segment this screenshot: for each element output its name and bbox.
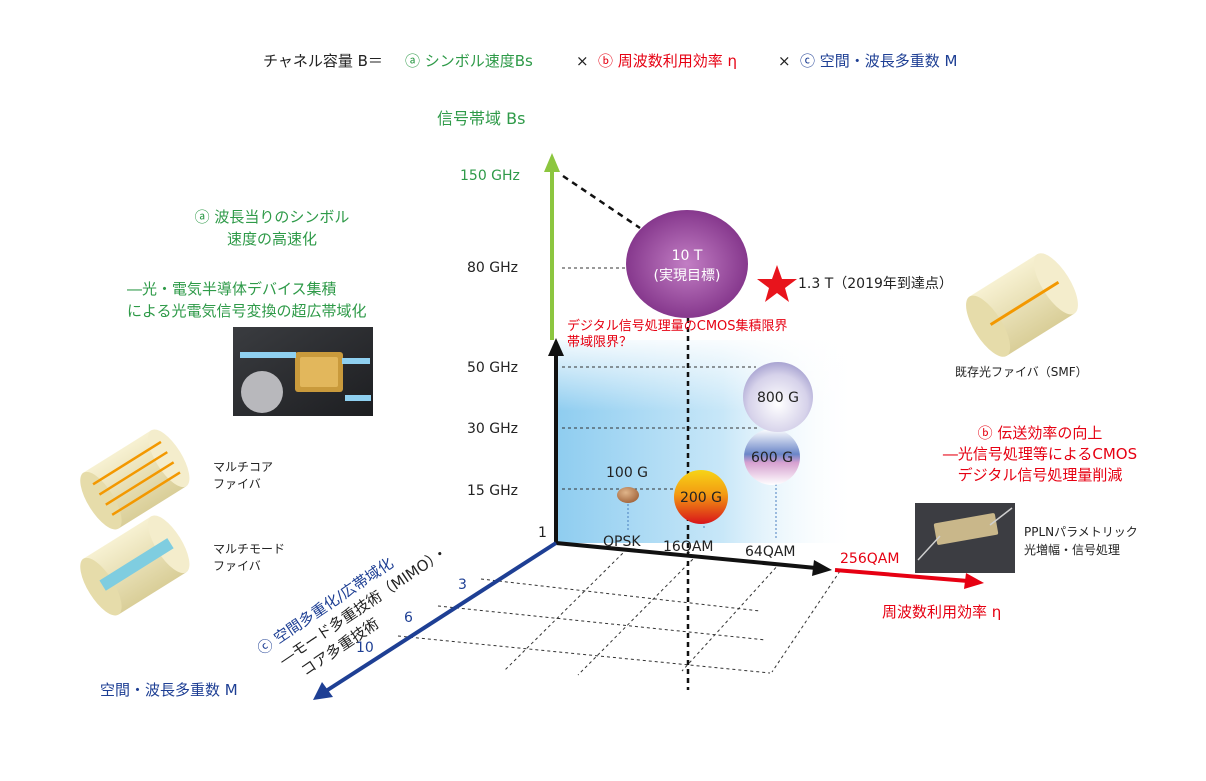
ppln-label-1: PPLNパラメトリック (1024, 525, 1138, 539)
tick-m-10: 10 (356, 640, 374, 656)
multimode-label-2: ファイバ (213, 559, 261, 573)
section-a-title-2: 速度の高速化 (227, 230, 317, 248)
floor-grid (397, 548, 841, 676)
tick-m-6: 6 (404, 610, 413, 626)
spatial-axis-arrowhead (313, 682, 333, 700)
milestone-label: 1.3 T（2019年到達点） (798, 276, 953, 292)
section-a-title-1: ⓐ 波長当りのシンボル (195, 208, 350, 226)
equation-term-c: ⓒ 空間・波長多重数 M (800, 52, 957, 70)
equation-prefix: チャネル容量 B＝ (263, 52, 383, 70)
equation-times-1: × (576, 52, 589, 70)
multimode-fiber-icon (80, 515, 190, 616)
tick-50ghz: 50 GHz (467, 360, 518, 376)
bubble-10t-label-1: 10 T (672, 248, 703, 264)
equation-term-b: ⓑ 周波数利用効率 η (598, 52, 737, 70)
section-b-line-3: デジタル信号処理量削減 (958, 466, 1123, 484)
section-b-line-2: ―光信号処理等によるCMOS (943, 445, 1137, 463)
milestone-star-icon (757, 265, 797, 302)
multicore-label-2: ファイバ (213, 477, 261, 491)
multimode-label-1: マルチモード (213, 542, 285, 556)
bandwidth-axis-title: 信号帯域 Bs (437, 109, 525, 128)
efficiency-axis-title: 周波数利用効率 η (882, 603, 1001, 621)
section-a-desc-2: による光電気信号変換の超広帯域化 (127, 302, 367, 320)
origin-label: 1 (538, 525, 547, 541)
bandwidth-axis-black-arrowhead (548, 338, 564, 356)
efficiency-axis-black-arrowhead (812, 560, 832, 576)
spatial-axis-title: 空間・波長多重数 M (100, 681, 238, 699)
multicore-fiber-icon (80, 429, 190, 530)
bubble-10t-label-2: (実現目標) (654, 268, 721, 284)
smf-label: 既存光ファイバ（SMF） (955, 365, 1088, 379)
device-photo (233, 327, 373, 416)
bubble-200g-label: 200 G (680, 490, 722, 506)
tick-64qam: 64QAM (745, 544, 796, 560)
tick-qpsk: QPSK (603, 534, 641, 550)
tick-16qam: 16QAM (663, 539, 714, 555)
tick-150ghz: 150 GHz (460, 168, 520, 184)
cmos-limit-line-1: デジタル信号処理量のCMOS集積限界 (567, 318, 788, 334)
tick-15ghz: 15 GHz (467, 483, 518, 499)
tick-80ghz: 80 GHz (467, 260, 518, 276)
bubble-800g (743, 362, 813, 432)
bubble-800g-label: 800 G (757, 390, 799, 406)
spatial-axis (324, 541, 558, 693)
bubble-100g-label: 100 G (606, 465, 648, 481)
tick-m-3: 3 (458, 577, 467, 593)
dashed-diagonal-150ghz (562, 174, 641, 230)
efficiency-axis-black (555, 541, 817, 570)
tick-256qam: 256QAM (840, 551, 899, 567)
section-b-line-1: ⓑ 伝送効率の向上 (978, 424, 1103, 442)
efficiency-axis-red (834, 568, 969, 583)
bubble-600g-label: 600 G (751, 450, 793, 466)
efficiency-axis-red-arrowhead (964, 573, 984, 589)
bubble-100g (617, 487, 639, 503)
equation-term-a: ⓐ シンボル速度Bs (405, 52, 533, 70)
multicore-label-1: マルチコア (213, 460, 273, 474)
bubble-600g (744, 429, 800, 485)
smf-fiber-icon (966, 253, 1078, 357)
ppln-device-photo (915, 503, 1015, 573)
equation-times-2: × (778, 52, 791, 70)
section-a-desc-1: ―光・電気半導体デバイス集積 (127, 280, 337, 298)
bubble-200g (674, 470, 728, 524)
bubble-10t (626, 210, 748, 318)
tick-30ghz: 30 GHz (467, 421, 518, 437)
ppln-label-2: 光増幅・信号処理 (1024, 542, 1120, 557)
bandwidth-axis-green-arrowhead (544, 153, 560, 172)
cmos-limit-line-2: 帯域限界？ (567, 335, 632, 350)
